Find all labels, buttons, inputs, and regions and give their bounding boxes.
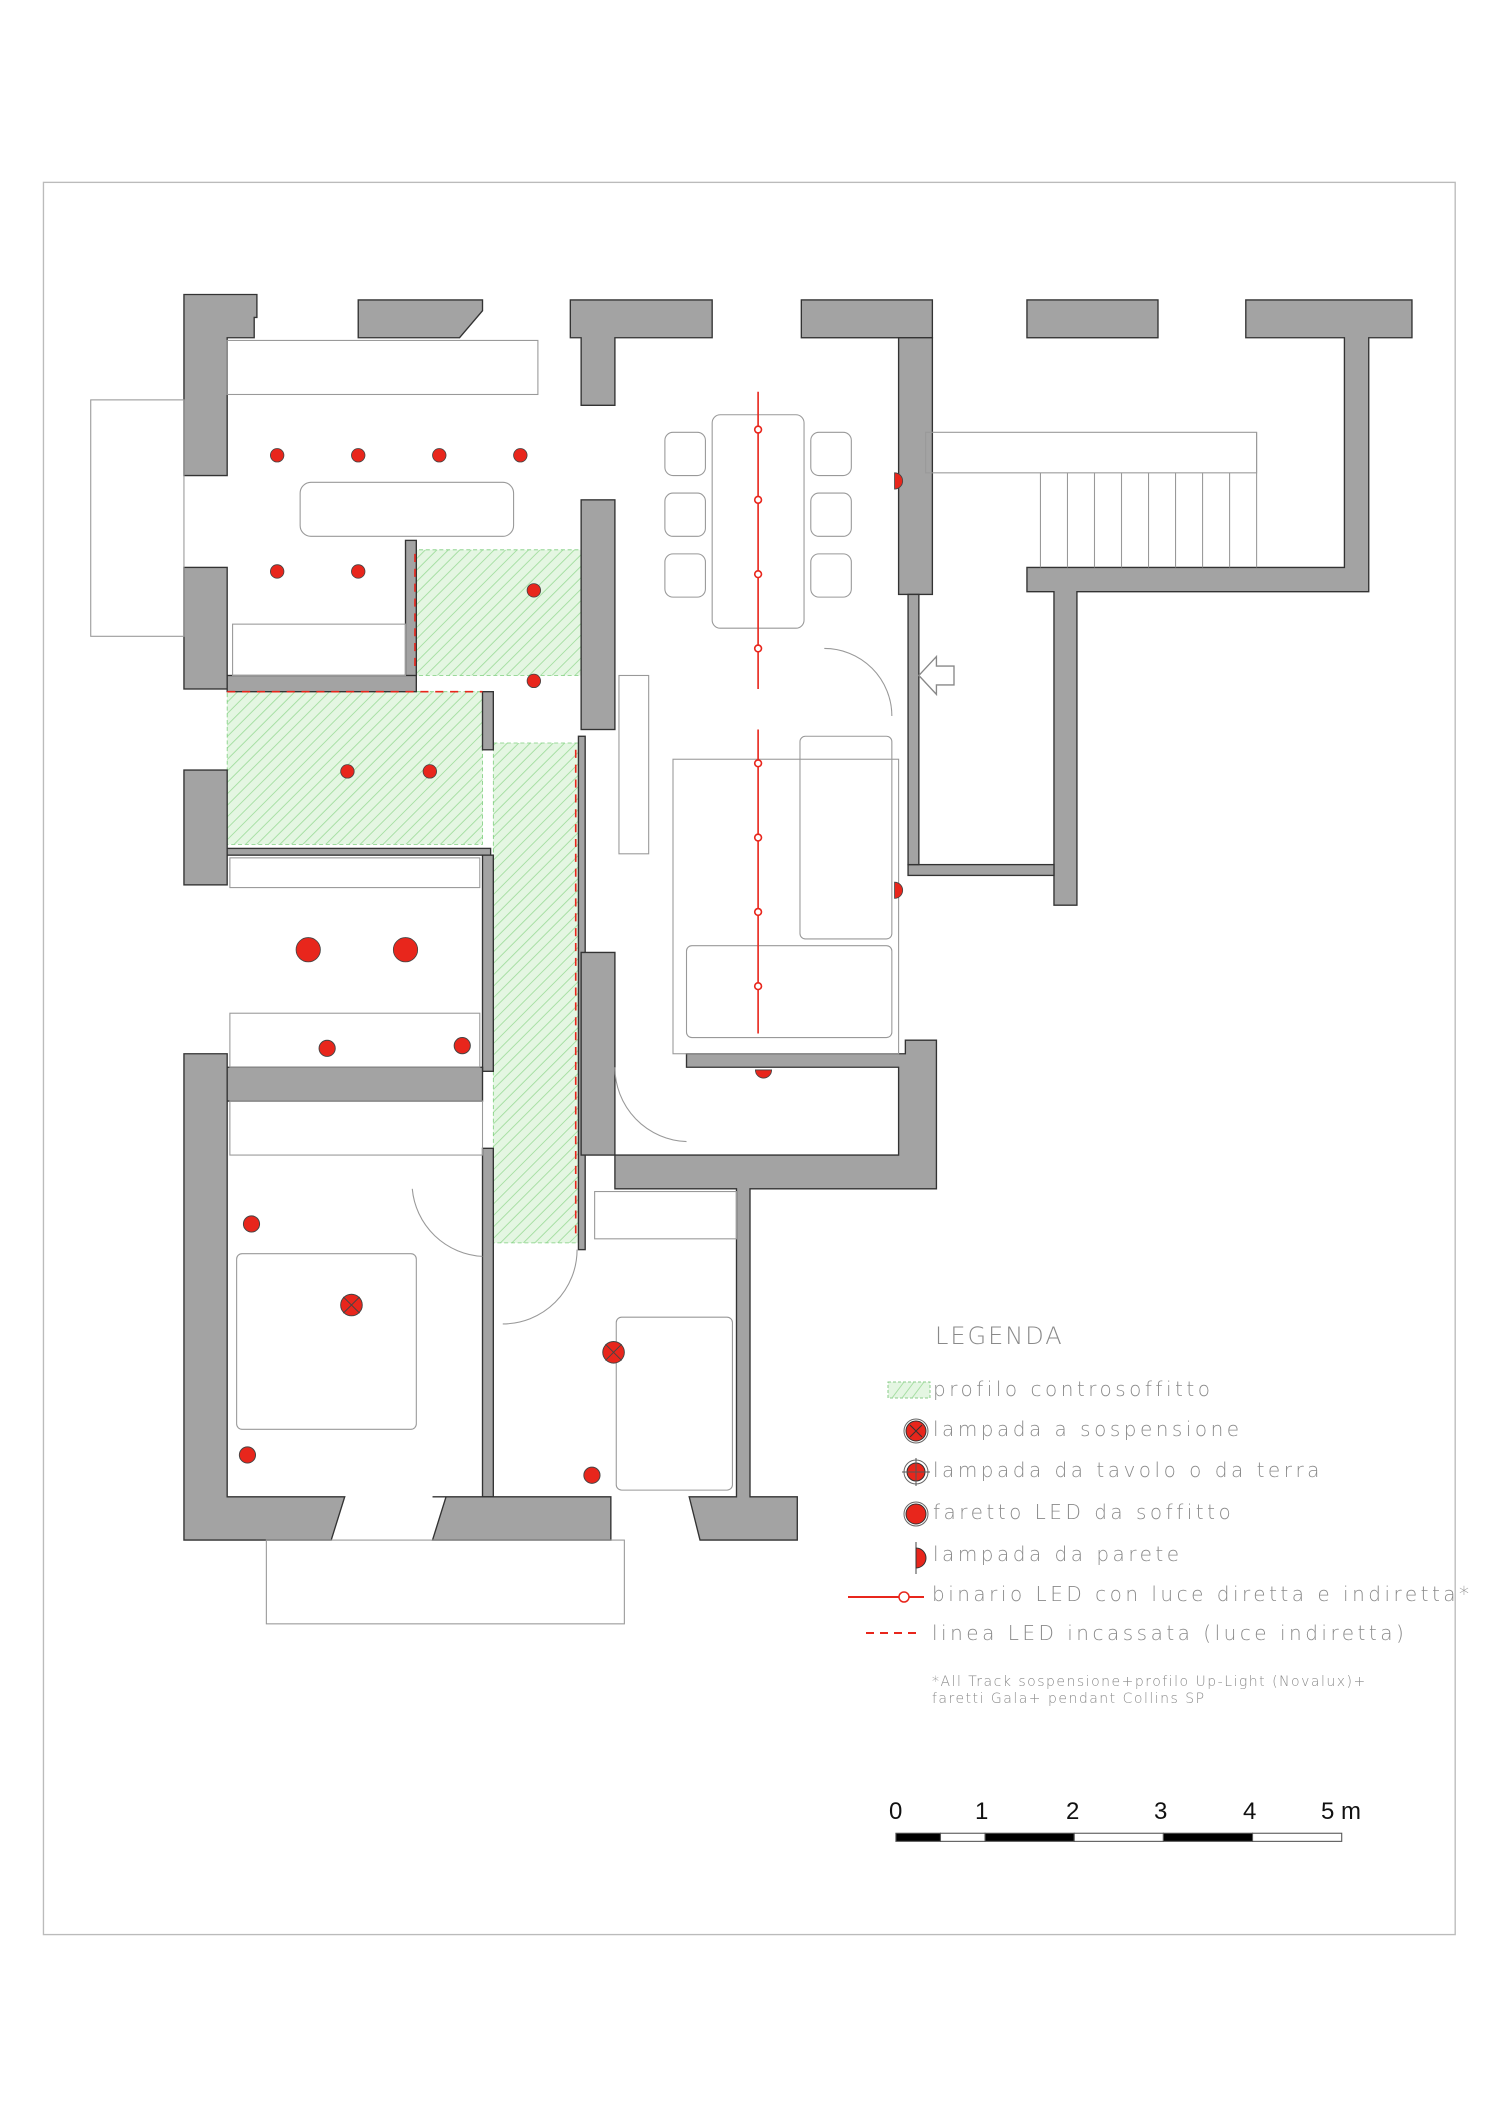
kitchen-island <box>299 481 515 537</box>
sheet-frame <box>42 181 1456 1936</box>
legend-label: linea LED incassata (luce indiretta) <box>932 1621 1408 1645</box>
sofa <box>685 945 893 1039</box>
kitchen-counter <box>226 339 539 396</box>
scale-label: 4 <box>1243 1798 1257 1825</box>
led-track <box>753 391 763 1034</box>
pendant-lamp-icon <box>903 1418 929 1444</box>
legend-label: faretto LED da soffitto <box>933 1500 1235 1524</box>
wardrobe <box>594 1191 738 1240</box>
double-bed <box>236 1253 417 1430</box>
legend-title: LEGENDA <box>935 1322 1064 1350</box>
ceiling-spot-icon <box>903 1501 929 1527</box>
pendant-lamps <box>340 1293 625 1364</box>
balcony <box>265 1539 625 1625</box>
furniture-outlines <box>90 339 1258 1625</box>
sofa <box>799 735 893 940</box>
walls <box>183 293 1413 1541</box>
legend-label: lampada da tavolo o da terra <box>933 1458 1323 1482</box>
legend-footnote: *All Track sospensione+profilo Up-Light … <box>932 1674 1367 1690</box>
desk-shelf <box>229 857 481 889</box>
scale-label: 3 <box>1154 1798 1168 1825</box>
legend-label: lampada da parete <box>933 1542 1183 1566</box>
hatch-green-swatch <box>887 1381 931 1399</box>
rug <box>672 758 900 1055</box>
scale-label: 1 <box>975 1798 989 1825</box>
scale-label: 2 <box>1066 1798 1080 1825</box>
balcony <box>90 399 185 637</box>
wall-lamp-icon <box>915 1542 927 1574</box>
scale-label: 0 <box>889 1798 903 1825</box>
ceiling-spots <box>270 448 542 963</box>
kitchen-base <box>232 623 407 677</box>
led-line-dashed-icon <box>866 1632 922 1634</box>
wall-lamps <box>754 472 903 1079</box>
ceiling-profile-areas <box>226 549 582 1244</box>
desk <box>229 1012 481 1068</box>
entrance-arrow-icon <box>917 654 955 697</box>
wardrobe <box>229 1100 484 1156</box>
stairs-treads <box>1039 432 1258 568</box>
single-bed <box>615 1316 733 1491</box>
tv-cabinet <box>618 674 650 855</box>
scale-bar <box>895 1832 1343 1842</box>
legend-label: profilo controsoffitto <box>933 1377 1214 1401</box>
dining-chairs <box>664 431 852 598</box>
led-track-icon <box>848 1591 924 1603</box>
scale-label: 5 m <box>1321 1798 1362 1825</box>
led-line-recessed <box>227 553 577 1241</box>
legend-label: binario LED con luce diretta e indiretta… <box>932 1582 1473 1606</box>
legend-footnote: faretti Gala+ pendant Collins SP <box>932 1691 1206 1707</box>
legend-label: lampada a sospensione <box>933 1417 1243 1441</box>
table-floor-lamp-icon <box>902 1458 930 1486</box>
table-lamps <box>238 1037 601 1484</box>
